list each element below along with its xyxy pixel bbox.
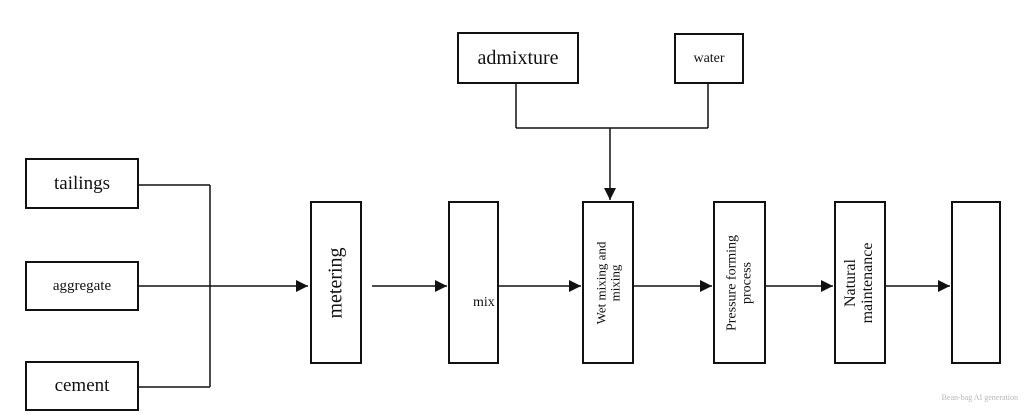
cement-label: cement (54, 375, 110, 396)
final-product-box (951, 201, 1001, 364)
pressure-forming-label: Pressure forming process (723, 234, 754, 331)
metering-label: metering (324, 246, 347, 319)
natural-maintenance-label-line2: maintenance (859, 242, 876, 323)
wet-mixing-box: Wet mixing and mixing (582, 201, 634, 364)
watermark: Bean-bag AI generation (941, 393, 1018, 402)
natural-maintenance-box: Natural maintenance (834, 201, 886, 364)
wet-mixing-label-line2: mixing (607, 264, 622, 301)
water-label: water (693, 50, 725, 66)
metering-box: metering (310, 201, 362, 364)
tailings-box: tailings (25, 158, 139, 209)
tailings-label: tailings (54, 172, 110, 194)
water-box: water (674, 33, 744, 84)
wet-mixing-label: Wet mixing and mixing (593, 241, 622, 324)
natural-maintenance-label-line1: Natural (842, 258, 860, 307)
pressure-forming-box: Pressure forming process (713, 201, 766, 364)
cement-box: cement (25, 361, 139, 411)
pressure-forming-label-line1: Pressure forming (723, 234, 739, 331)
natural-maintenance-label: Natural maintenance (842, 242, 877, 323)
mix-label: mix (473, 295, 495, 310)
aggregate-box: aggregate (25, 261, 139, 311)
pressure-forming-label-line2: process (738, 261, 754, 304)
aggregate-label: aggregate (52, 277, 112, 294)
admixture-box: admixture (457, 32, 579, 84)
admixture-label: admixture (477, 46, 559, 69)
mix-box: mix (448, 201, 499, 364)
